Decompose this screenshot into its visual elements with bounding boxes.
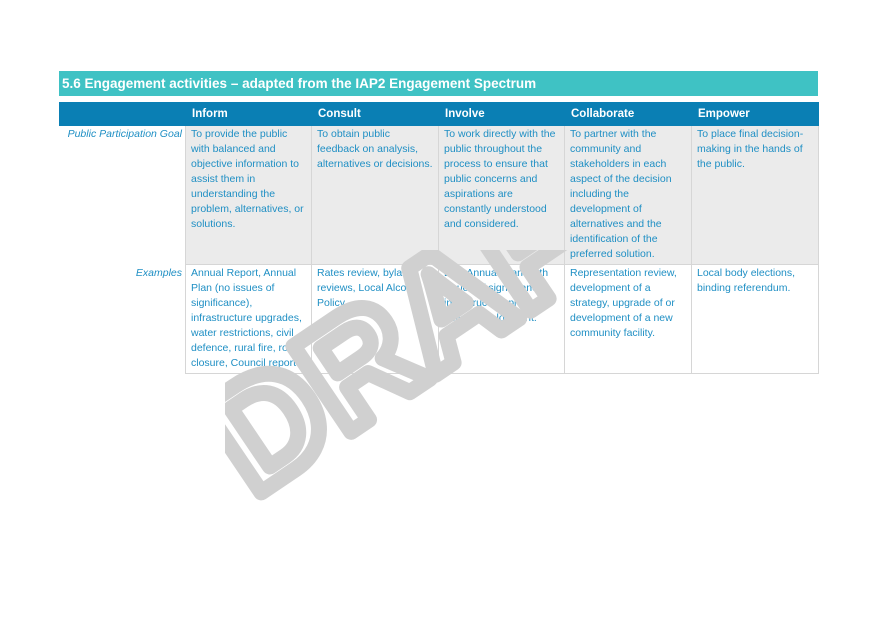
header-collaborate: Collaborate	[564, 102, 692, 126]
row-label-examples: Examples	[59, 264, 186, 374]
header-blank	[59, 102, 186, 126]
cell-goal-involve: To work directly with the public through…	[438, 125, 565, 265]
table-row: Examples Annual Report, Annual Plan (no …	[59, 264, 819, 374]
header-involve: Involve	[438, 102, 565, 126]
row-label-goal: Public Participation Goal	[59, 125, 186, 265]
table-row: Public Participation Goal To provide the…	[59, 125, 819, 265]
cell-goal-inform: To provide the public with balanced and …	[185, 125, 312, 265]
cell-goal-empower: To place final decision-making in the ha…	[691, 125, 819, 265]
section-title: 5.6 Engagement activities – adapted from…	[59, 71, 818, 96]
cell-examples-involve: LTP, Annual Plan (with issues of signifi…	[438, 264, 565, 374]
cell-examples-empower: Local body elections, binding referendum…	[691, 264, 819, 374]
header-empower: Empower	[691, 102, 819, 126]
header-consult: Consult	[311, 102, 439, 126]
cell-examples-collaborate: Representation review, development of a …	[564, 264, 692, 374]
cell-goal-consult: To obtain public feedback on analysis, a…	[311, 125, 439, 265]
table-header-row: Inform Consult Involve Collaborate Empow…	[59, 102, 819, 126]
engagement-spectrum-table: Inform Consult Involve Collaborate Empow…	[59, 102, 819, 374]
header-inform: Inform	[185, 102, 312, 126]
cell-goal-collaborate: To partner with the community and stakeh…	[564, 125, 692, 265]
cell-examples-inform: Annual Report, Annual Plan (no issues of…	[185, 264, 312, 374]
cell-examples-consult: Rates review, bylaw reviews, Local Alcoh…	[311, 264, 439, 374]
